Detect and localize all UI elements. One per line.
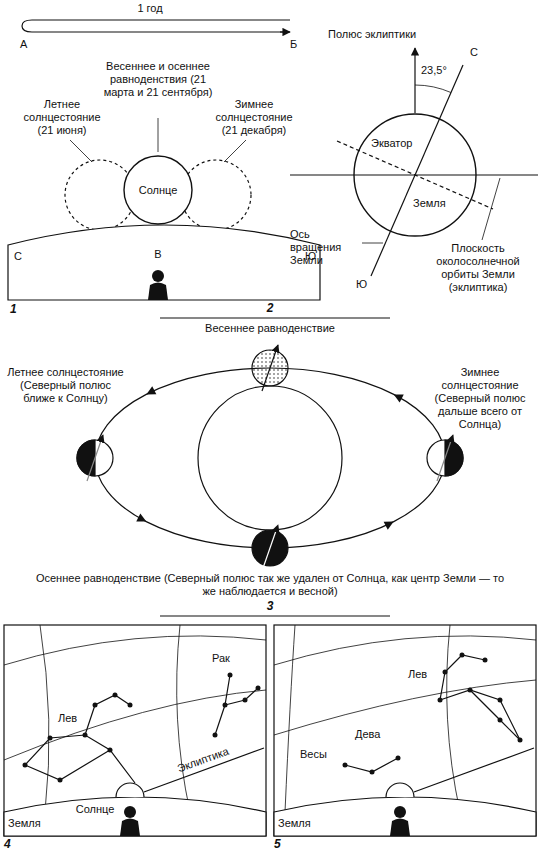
figure-number: 3	[267, 600, 274, 613]
figure-number: 5	[274, 838, 281, 851]
orbit	[95, 368, 445, 548]
equator-line	[337, 141, 493, 209]
ecliptic-line	[414, 748, 534, 792]
ecliptic-pole	[414, 48, 415, 113]
constellation-leo	[440, 690, 520, 740]
panel-frame	[274, 625, 536, 836]
angle-label: 23,5°	[421, 64, 447, 77]
horizon	[8, 225, 320, 300]
sun-label: Солнце	[139, 184, 178, 197]
sky-grid	[274, 636, 536, 665]
direction-letter: С	[470, 46, 478, 59]
sun-position-label: Весеннее и осеннее равноденствия (21 мар…	[103, 60, 213, 99]
circle-outline	[353, 113, 477, 237]
panel-frame	[4, 625, 266, 836]
constellation-leo	[25, 735, 135, 783]
figure-number: 4	[4, 838, 11, 851]
earth-label: Земля	[8, 817, 41, 830]
constellation-name: Лев	[58, 712, 77, 725]
ground	[274, 797, 536, 836]
season-label: Весеннее равноденствие	[205, 322, 335, 335]
figure-number: 2	[267, 302, 274, 315]
leader-line	[224, 140, 246, 162]
earth-circle: ЭкваторЗемля	[353, 113, 477, 237]
sky-grid	[285, 625, 295, 812]
year-arrowhead	[280, 31, 290, 32]
earth-label: Земля	[413, 197, 446, 210]
leader-line	[70, 140, 92, 162]
separator	[160, 615, 390, 616]
season-label: Зимнее солнцестояние (Северный полюс дал…	[425, 366, 535, 431]
season-label: Осеннее равноденствие (Северный полюс та…	[30, 572, 510, 598]
leader-line	[482, 178, 500, 240]
constellation-name: Весы	[300, 748, 327, 761]
constellation-cancer	[225, 688, 258, 705]
sky-grid	[274, 680, 536, 735]
ground	[4, 797, 266, 836]
separator	[160, 317, 390, 318]
point-letter: А	[20, 38, 27, 51]
direction-letter: В	[154, 248, 161, 261]
sky-grid	[40, 625, 49, 812]
earth-label: Земля	[278, 817, 311, 830]
sky-grid	[447, 625, 460, 812]
ecliptic-label: Плоскость околосолнечной орбиты Земли (э…	[422, 242, 534, 294]
year-arrow	[22, 20, 290, 32]
sun-position-label: Зимнее солнцестояние (21 декабря)	[212, 98, 296, 137]
axis-label: Ось вращения Земли	[290, 228, 362, 267]
sun	[198, 386, 342, 530]
sky-grid	[177, 625, 190, 812]
direction-letter: Ю	[356, 278, 367, 291]
sun	[386, 783, 414, 797]
sun-position-label: Летнее солнцестояние (21 июня)	[20, 98, 104, 137]
constellation-name: Лев	[408, 668, 427, 681]
figure-number: 1	[10, 303, 17, 316]
constellation-cancer	[215, 675, 230, 735]
leader-line	[362, 243, 383, 244]
sun-label: Солнце	[76, 803, 115, 816]
sun	[116, 783, 144, 797]
rotation-axis	[371, 65, 463, 276]
pole-label: Полюс эклиптики	[328, 28, 416, 41]
constellation-leo	[85, 695, 130, 735]
leader-line	[158, 118, 159, 152]
constellation-leo	[440, 655, 485, 700]
equator-label: Экватор	[371, 137, 412, 150]
period-label: 1 год	[137, 2, 162, 15]
angle-arc	[415, 85, 451, 93]
constellation-name: Рак	[212, 652, 230, 665]
constellation-name: Дева	[355, 728, 380, 741]
sun-circle: Солнце	[123, 155, 193, 225]
point-letter: Б	[290, 38, 297, 51]
constellation-leo	[470, 690, 520, 740]
season-label: Летнее солнцестояние (Северный полюс бли…	[3, 366, 128, 405]
constellation-leo	[25, 750, 110, 780]
direction-letter: С	[14, 250, 22, 263]
